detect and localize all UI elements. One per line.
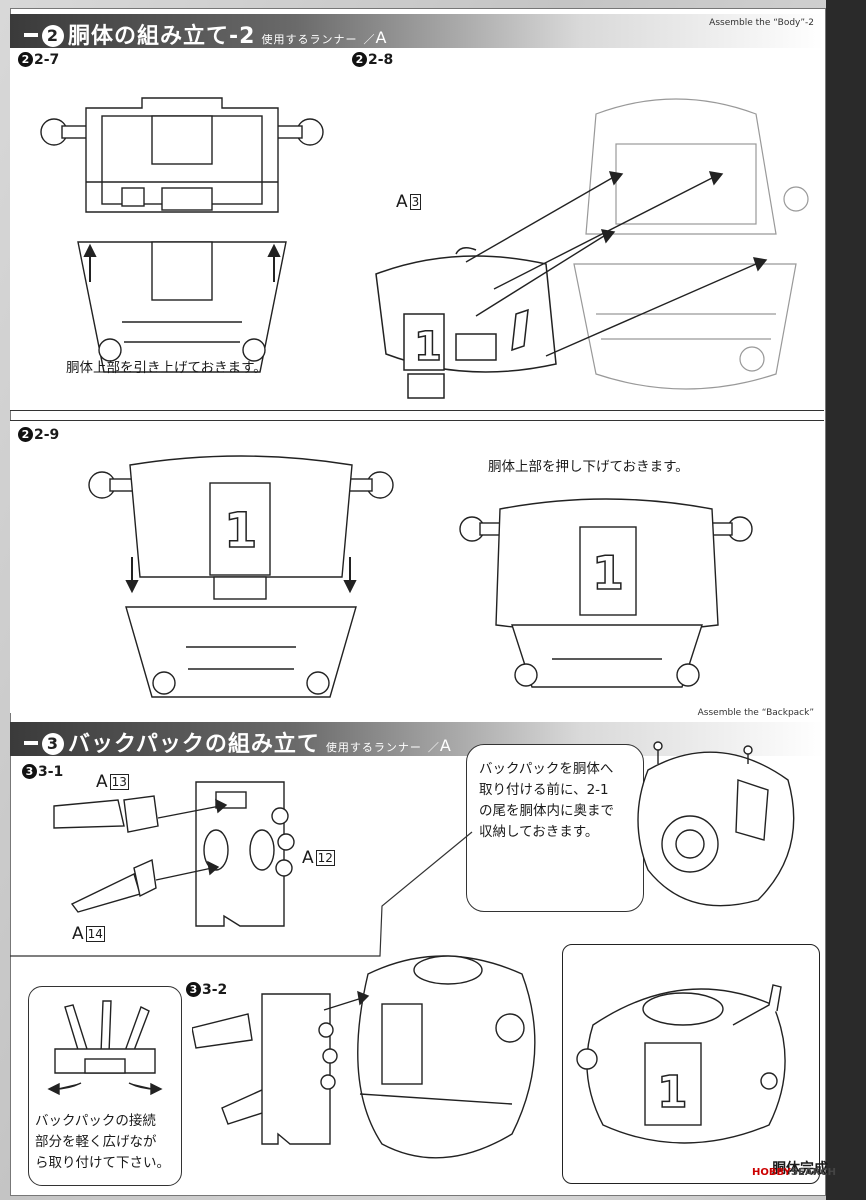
runner-label: 使用するランナー xyxy=(261,33,358,46)
section-2-english-title: Assemble the “Body”-2 xyxy=(709,18,814,28)
runner-separator-icon: ／ xyxy=(427,741,440,754)
upper-body-lowering-illustration: 1 xyxy=(88,455,394,698)
step-3-2-tip-box: バックパックの接続 部分を軽く広げなが ら取り付けて下さい。 xyxy=(28,986,182,1186)
step-3-2-label-text: 3-2 xyxy=(202,982,228,998)
section-3-title: バックパックの組み立て xyxy=(68,732,320,757)
svg-text:1: 1 xyxy=(224,503,257,559)
runner-label: 使用するランナー xyxy=(325,741,422,754)
step-circle-icon: 2 xyxy=(18,427,33,442)
backpack-attach-illustration xyxy=(192,955,536,1159)
part-number-box: 12 xyxy=(315,850,335,866)
tip-text: バックパックの接続 部分を軽く広げなが ら取り付けて下さい。 xyxy=(35,1111,170,1174)
step-circle-icon: 2 xyxy=(18,52,33,67)
step-circle-icon: 3 xyxy=(186,982,201,997)
part-runner: A xyxy=(72,924,84,944)
tip-line: ら取り付けて下さい。 xyxy=(35,1155,170,1171)
runner-value: A xyxy=(439,736,452,755)
page-edge-strip xyxy=(826,0,866,1200)
svg-text:1: 1 xyxy=(592,546,624,600)
header-bar-icon xyxy=(24,33,38,37)
backpack-clip-illustration xyxy=(47,1000,163,1096)
section-2-title: 胴体の組み立て-2 xyxy=(68,24,256,49)
callout-line: 収納しておきます。 xyxy=(479,824,599,840)
part-number-box: 3 xyxy=(409,194,422,210)
part-runner: A xyxy=(396,192,408,212)
hobby-search-watermark: HOBBYSEARCH xyxy=(752,1167,836,1178)
step-2-7-label-text: 2-7 xyxy=(34,52,60,68)
body-rear-illustration xyxy=(637,741,795,907)
watermark-suffix: SEARCH xyxy=(790,1167,836,1178)
header-bar-icon xyxy=(24,741,38,745)
completed-body-panel: 1 xyxy=(562,944,820,1184)
completed-label: 胴体完成 xyxy=(772,1161,828,1177)
tip-line: 部分を軽く広げなが xyxy=(35,1134,157,1150)
step-3-1-callout: バックパックを胴体へ 取り付ける前に、2-1 の尾を胴体内に奥まで 収納しておき… xyxy=(466,744,644,912)
part-number-box: 13 xyxy=(109,774,129,790)
front-armor-install-illustration: 1 xyxy=(375,98,809,399)
step-2-9-label-text: 2-9 xyxy=(34,427,60,443)
step-2-7-caption: 胴体上部を引き上げておきます。 xyxy=(66,360,267,376)
backpack-parts-illustration xyxy=(53,781,295,927)
completed-body-illustration: 1 xyxy=(576,984,786,1144)
step-number-badge: 2 xyxy=(42,25,64,47)
upper-body-lowered-illustration: 1 xyxy=(459,498,753,688)
callout-line: 取り付ける前に、2-1 xyxy=(479,782,609,798)
callout-text: バックパックを胴体へ 取り付ける前に、2-1 の尾を胴体内に奥まで 収納しておき… xyxy=(479,759,614,843)
step-3-1-label-text: 3-1 xyxy=(38,764,64,780)
section-3-english-title: Assemble the “Backpack” xyxy=(697,708,814,718)
svg-text:1: 1 xyxy=(657,1067,688,1118)
runner-separator-icon: ／ xyxy=(363,33,376,46)
part-number-box: 14 xyxy=(85,926,105,942)
part-runner: A xyxy=(302,848,314,868)
step-number-badge: 3 xyxy=(42,733,64,755)
step-circle-icon: 2 xyxy=(352,52,367,67)
step-2-9-caption: 胴体上部を押し下げておきます。 xyxy=(488,459,689,475)
callout-line: の尾を胴体内に奥まで xyxy=(479,803,614,819)
callout-line: バックパックを胴体へ xyxy=(479,761,614,777)
step-2-8-label-text: 2-8 xyxy=(368,52,394,68)
tip-line: バックパックの接続 xyxy=(35,1113,156,1129)
diagonal-divider xyxy=(10,831,473,957)
upper-body-raised-illustration xyxy=(40,97,324,373)
svg-text:1: 1 xyxy=(414,324,442,370)
step-circle-icon: 3 xyxy=(22,764,37,779)
watermark-brand: HOBBY xyxy=(752,1167,791,1178)
part-runner: A xyxy=(96,772,108,792)
runner-value: A xyxy=(375,28,388,47)
